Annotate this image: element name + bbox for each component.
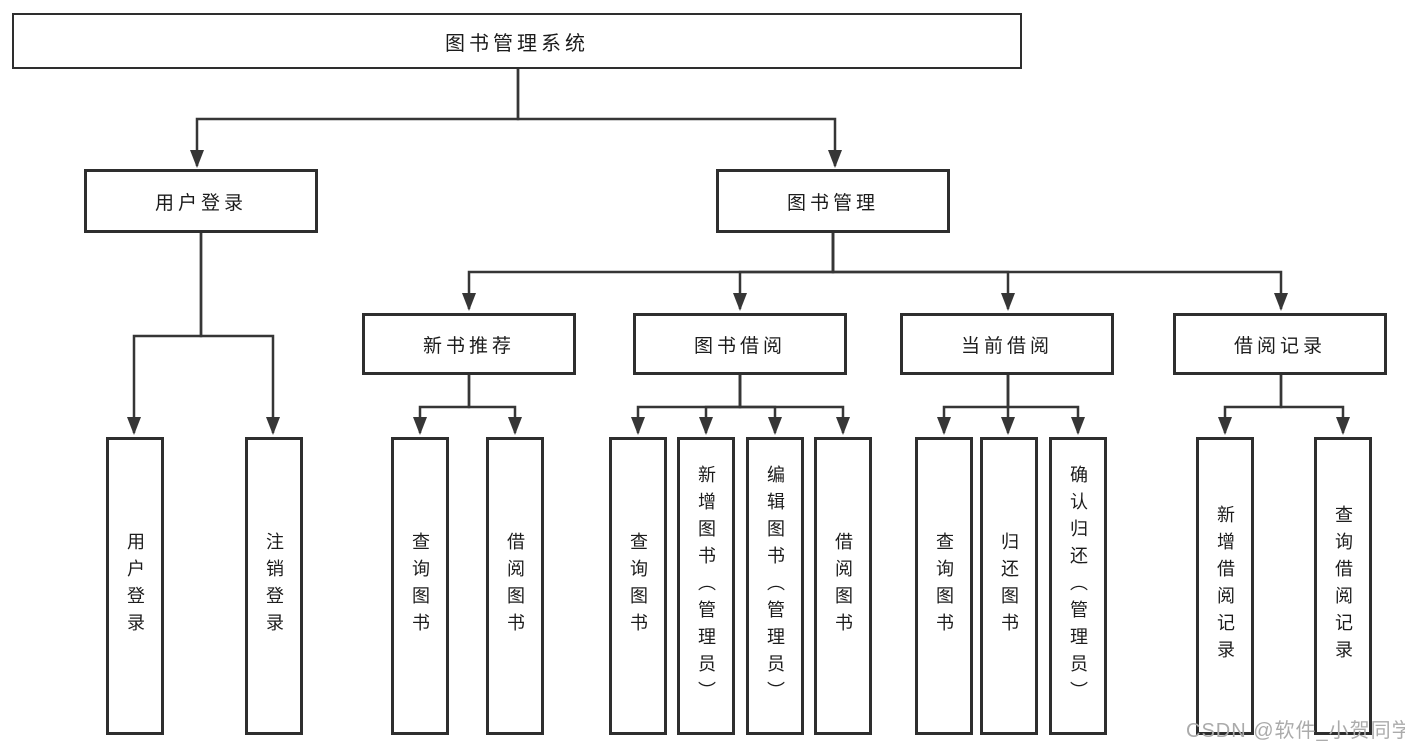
node-borrow-books-recommend: 借阅图书 (486, 437, 544, 735)
edge-group-root (190, 68, 842, 168)
csdn-watermark: CSDN @软件_小贺同学 (1186, 720, 1405, 742)
node-logout-leaf: 注销登录 (245, 437, 303, 735)
node-query-books-current: 查询图书 (915, 437, 973, 735)
node-book-management: 图书管理 (716, 169, 950, 233)
node-user-login-leaf: 用户登录 (106, 437, 164, 735)
node-new-book-recommend: 新书推荐 (362, 313, 576, 375)
node-add-books-admin: 新增图书（管理员） (677, 437, 735, 735)
node-book-borrowing: 图书借阅 (633, 313, 847, 375)
node-add-borrow-record: 新增借阅记录 (1196, 437, 1254, 735)
edge-group-new-book-recommend (413, 375, 522, 435)
node-user-login: 用户登录 (84, 169, 318, 233)
node-borrow-books-borrowing: 借阅图书 (814, 437, 872, 735)
edge-group-book-management (462, 233, 1288, 311)
node-borrowing-records: 借阅记录 (1173, 313, 1387, 375)
edge-group-user-login (127, 233, 280, 435)
edge-group-borrowing-records (1218, 375, 1350, 435)
edge-group-book-borrowing (631, 375, 850, 435)
node-return-books: 归还图书 (980, 437, 1038, 735)
node-query-books-borrowing: 查询图书 (609, 437, 667, 735)
node-edit-books-admin: 编辑图书（管理员） (746, 437, 804, 735)
node-library-system: 图书管理系统 (12, 13, 1022, 69)
node-current-borrowing: 当前借阅 (900, 313, 1114, 375)
node-query-books-recommend: 查询图书 (391, 437, 449, 735)
node-query-borrow-record: 查询借阅记录 (1314, 437, 1372, 735)
edge-group-current-borrowing (937, 375, 1085, 435)
node-confirm-return-admin: 确认归还（管理员） (1049, 437, 1107, 735)
